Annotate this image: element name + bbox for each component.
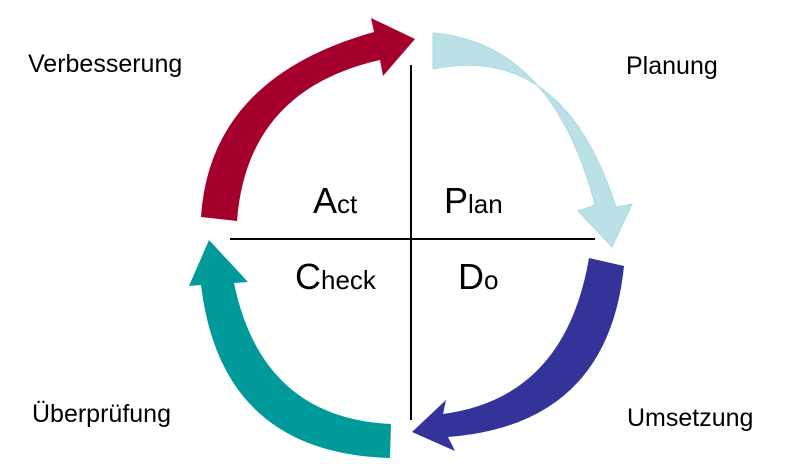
quadrant-act: Act: [313, 183, 357, 219]
quadrant-do: Do: [458, 259, 498, 295]
label-umsetzung: Umsetzung: [627, 404, 754, 432]
quadrant-act-initial: A: [313, 180, 338, 221]
quadrant-plan: Plan: [444, 183, 503, 219]
label-planung: Planung: [626, 52, 718, 80]
plan-arrow: [432, 32, 633, 248]
quadrant-do-rest: o: [484, 265, 499, 295]
quadrant-act-rest: ct: [337, 189, 358, 219]
quadrant-check-rest: heck: [321, 265, 376, 295]
quadrant-check-initial: C: [295, 256, 321, 297]
label-verbesserung: Verbesserung: [28, 50, 183, 78]
quadrant-do-initial: D: [458, 256, 484, 297]
do-arrow: [412, 258, 624, 451]
quadrant-check: Check: [295, 259, 376, 295]
check-arrow: [189, 240, 391, 458]
act-arrow: [201, 18, 415, 221]
label-ueberpruefung: Überprüfung: [32, 400, 171, 428]
quadrant-plan-rest: lan: [468, 189, 503, 219]
quadrant-plan-initial: P: [444, 180, 469, 221]
